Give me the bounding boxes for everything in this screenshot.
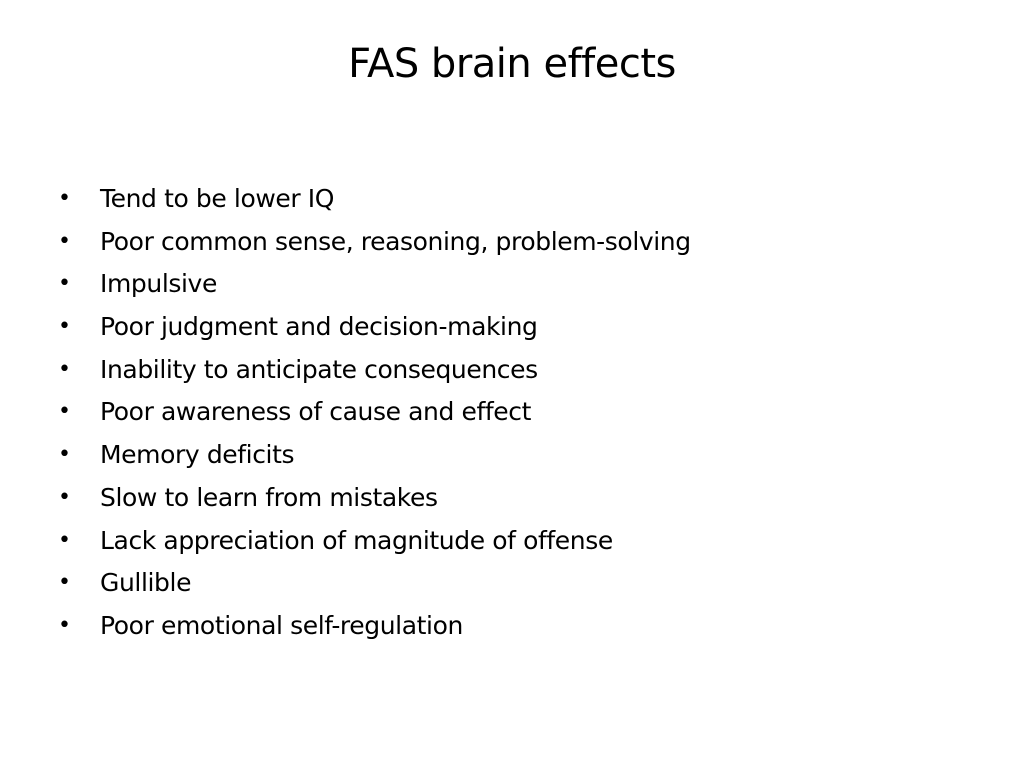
bullet-point-icon: • <box>58 442 71 468</box>
bullet-point-icon: • <box>58 271 71 297</box>
bullet-item: • Inability to anticipate consequences <box>58 349 988 392</box>
bullet-point-icon: • <box>58 186 71 211</box>
slide-title: FAS brain effects <box>348 41 676 87</box>
bullet-item: • Poor judgment and decision-making <box>58 306 988 349</box>
bullet-item: • Lack appreciation of magnitude of offe… <box>58 520 988 563</box>
bullet-point-icon: • <box>58 356 71 382</box>
bullet-text: Lack appreciation of magnitude of offens… <box>100 525 613 555</box>
bullet-item: • Poor emotional self-regulation <box>58 605 988 648</box>
bullet-text: Poor judgment and decision-making <box>100 312 538 342</box>
bullet-text: Slow to learn from mistakes <box>100 482 438 512</box>
bullet-text: Memory deficits <box>100 440 295 470</box>
bullet-point-icon: • <box>58 570 71 596</box>
bullet-point-icon: • <box>58 484 71 510</box>
bullet-text: Poor awareness of cause and effect <box>100 397 532 427</box>
bullet-item: • Slow to learn from mistakes <box>58 477 988 520</box>
bullet-item: • Impulsive <box>58 263 988 306</box>
bullet-text: Impulsive <box>100 269 217 299</box>
bullet-point-icon: • <box>58 399 71 425</box>
bullet-item: • Poor common sense, reasoning, problem-… <box>58 221 988 264</box>
bullet-list: • Tend to be lower IQ • Poor common sens… <box>58 178 988 648</box>
bullet-item: • Gullible <box>58 562 988 605</box>
bullet-text: Poor common sense, reasoning, problem-so… <box>100 226 691 256</box>
bullet-text: Inability to anticipate consequences <box>100 354 538 384</box>
bullet-text: Tend to be lower IQ <box>100 184 335 213</box>
bullet-text: Poor emotional self-regulation <box>100 610 463 640</box>
bullet-item: • Memory deficits <box>58 434 988 477</box>
bullet-point-icon: • <box>58 612 71 638</box>
bullet-text: Gullible <box>100 568 192 598</box>
bullet-point-icon: • <box>58 527 71 553</box>
bullet-item: • Poor awareness of cause and effect <box>58 391 988 434</box>
bullet-item: • Tend to be lower IQ <box>58 178 988 221</box>
bullet-point-icon: • <box>58 228 71 254</box>
bullet-point-icon: • <box>58 314 71 340</box>
